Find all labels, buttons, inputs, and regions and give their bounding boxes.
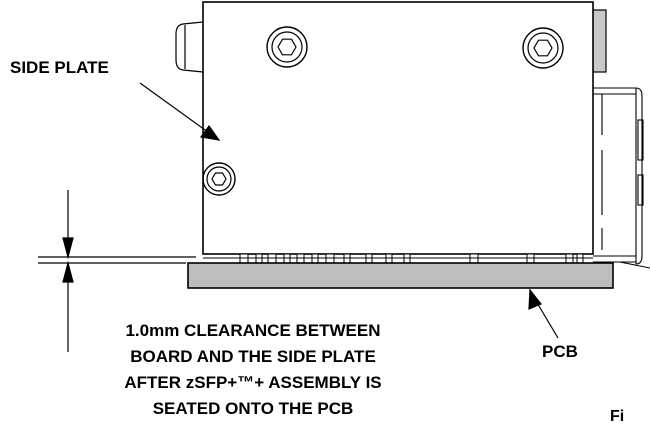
side-plate-leader <box>139 82 221 141</box>
connector-stub-left <box>175 21 204 73</box>
screw-top-left <box>266 26 308 68</box>
pcb-board <box>187 262 614 289</box>
screw-lower-left <box>202 162 236 196</box>
clearance-dimension <box>38 190 196 352</box>
pcb-label: PCB <box>542 342 578 361</box>
side-plate-body <box>202 1 594 255</box>
clearance-note-line: SEATED ONTO THE PCB <box>152 399 354 418</box>
clearance-note-line: AFTER zSFP+™+ ASSEMBLY IS <box>124 373 382 392</box>
clearance-note-line: BOARD AND THE SIDE PLATE <box>130 347 376 366</box>
clearance-note-line: 1.0mm CLEARANCE BETWEEN <box>125 321 381 340</box>
screw-top-right <box>522 27 564 69</box>
cage-right <box>593 87 650 269</box>
clearance-note: 1.0mm CLEARANCE BETWEEN BOARD AND THE SI… <box>108 318 398 422</box>
pcb-leader <box>528 288 559 339</box>
figure-caption: Fi <box>610 408 625 425</box>
side-plate-label: SIDE PLATE <box>10 58 109 77</box>
top-right-tab <box>591 9 607 73</box>
connector-pin-row <box>203 253 593 264</box>
